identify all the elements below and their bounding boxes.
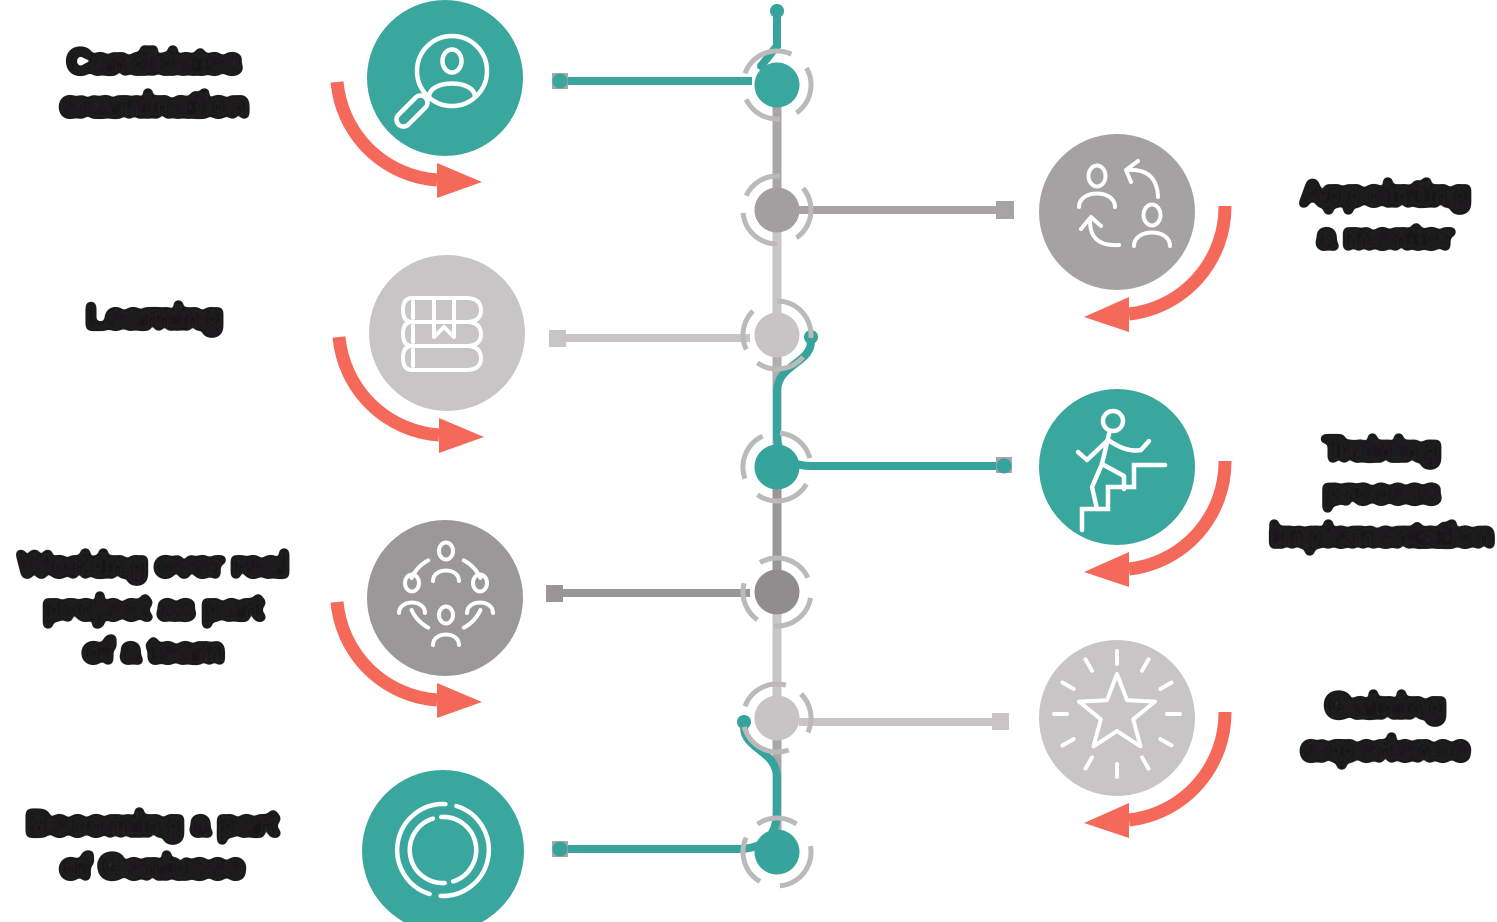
node-rings [740, 48, 814, 889]
circle-becoming [362, 770, 524, 922]
climbing-stairs-icon [1075, 408, 1168, 533]
label-gaining-experience: Gaining experience [1300, 686, 1471, 769]
step-circles [362, 0, 1195, 922]
red-arrow-3 [330, 601, 482, 718]
person-search-icon [394, 33, 490, 129]
mentor-exchange-icon [1077, 159, 1172, 248]
timeline-nodes [754, 62, 800, 875]
red-arrow-2 [332, 336, 484, 453]
label-team-project: Working over real project as part of a t… [17, 545, 290, 671]
label-appointing-mentor: Appointing a mentor [1299, 174, 1472, 257]
red-arrow-4 [1084, 205, 1232, 332]
circle-experience [1039, 640, 1195, 796]
label-training-process: Training process implementation [1268, 429, 1495, 554]
circle-mentor [1039, 134, 1195, 290]
connector-lines [554, 77, 1005, 726]
label-learning: Learning [85, 297, 224, 337]
circle-candidates [367, 0, 523, 156]
circle-training [1039, 389, 1195, 545]
circle-learning [369, 255, 525, 411]
line-end-markers [546, 73, 1014, 857]
label-candidates: Candidates examination [59, 42, 250, 125]
red-flow-arrows [330, 81, 1232, 838]
label-becoming-part: Becoming a part of Geniusee [25, 804, 280, 887]
red-arrow-6 [1084, 711, 1232, 838]
shining-star-icon [1052, 649, 1182, 779]
double-ring-logo-icon [394, 801, 492, 899]
red-arrow-1 [330, 81, 482, 198]
team-circle-icon [397, 540, 495, 647]
circle-team [367, 520, 523, 676]
books-stack-icon [401, 296, 483, 372]
red-arrow-5 [1084, 460, 1232, 587]
